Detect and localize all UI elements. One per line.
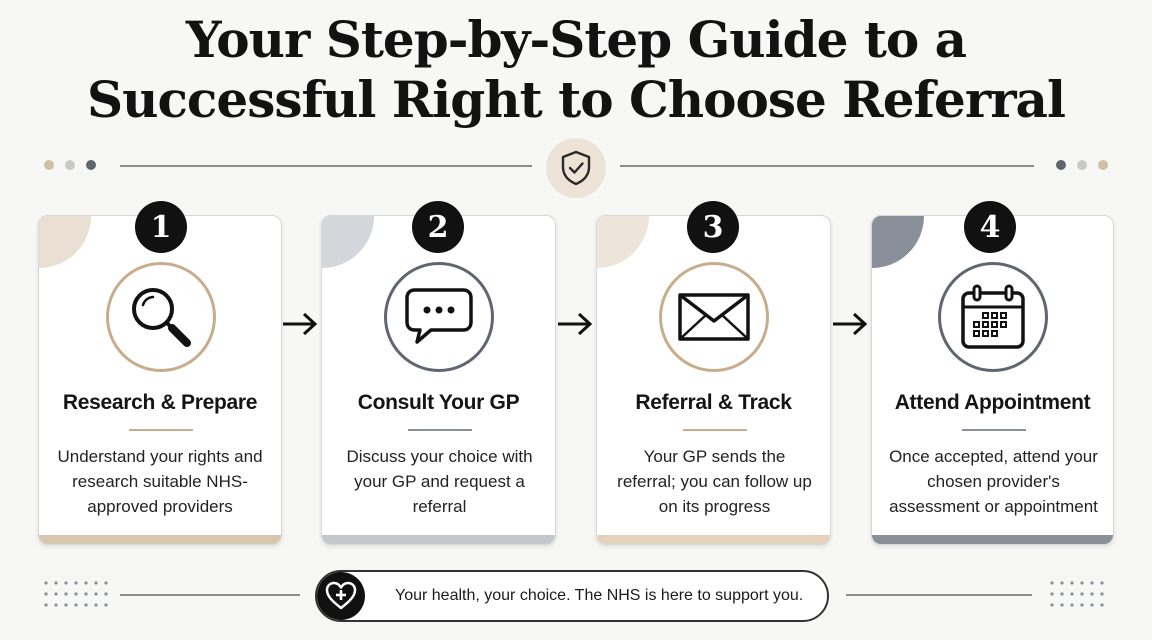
footer-line-right <box>846 594 1032 596</box>
title-line-1: Your Step-by-Step Guide to a <box>185 10 967 69</box>
card-bottom-bar <box>322 535 555 544</box>
shield-check-icon <box>561 150 591 186</box>
divider-dot <box>44 160 54 170</box>
calendar-icon <box>961 284 1025 349</box>
arrow-right-icon <box>833 312 868 336</box>
divider-dot <box>86 160 96 170</box>
step-card-3: Referral & Track Your GP sends the refer… <box>596 215 831 545</box>
title-underline <box>129 429 193 431</box>
magnifying-glass-icon <box>132 288 191 347</box>
step-title: Referral & Track <box>635 391 792 414</box>
icon-ring <box>106 262 216 372</box>
card-corner-accent <box>597 216 649 268</box>
footer-banner: Your health, your choice. The NHS is her… <box>315 570 829 622</box>
card-bottom-bar <box>597 535 830 544</box>
step-card-1: Research & Prepare Understand your right… <box>38 215 282 545</box>
title-divider <box>0 138 1152 198</box>
step-number-badge: 2 <box>412 201 464 253</box>
dot-grid-decoration <box>1050 581 1104 607</box>
envelope-icon <box>678 293 750 341</box>
card-corner-accent <box>322 216 374 268</box>
shield-badge <box>546 138 606 198</box>
step-number-badge: 3 <box>687 201 739 253</box>
icon-ring <box>384 262 494 372</box>
heart-plus-icon <box>325 581 357 610</box>
card-corner-accent <box>39 216 91 268</box>
divider-line-left <box>120 165 532 167</box>
step-description: Once accepted, attend your chosen provid… <box>889 447 1098 516</box>
step-card-4: Attend Appointment Once accepted, attend… <box>871 215 1114 545</box>
title-underline <box>683 429 747 431</box>
step-number-badge: 4 <box>964 201 1016 253</box>
divider-dot <box>1098 160 1108 170</box>
step-title: Attend Appointment <box>894 391 1091 414</box>
divider-line-right <box>620 165 1034 167</box>
speech-bubble-icon <box>405 288 473 344</box>
arrow-right-icon <box>283 312 318 336</box>
card-bottom-bar <box>39 535 281 544</box>
heart-badge <box>317 572 365 620</box>
divider-dot <box>65 160 75 170</box>
title-line-2: Successful Right to Choose Referral <box>87 70 1066 129</box>
step-description: Your GP sends the referral; you can foll… <box>617 447 812 516</box>
divider-dot <box>1077 160 1087 170</box>
step-title: Consult Your GP <box>357 391 520 414</box>
divider-dot <box>1056 160 1066 170</box>
step-description: Understand your rights and research suit… <box>57 447 263 516</box>
page-title: Your Step-by-Step Guide to a Successful … <box>0 10 1152 130</box>
footer-line-left <box>120 594 300 596</box>
icon-ring <box>938 262 1048 372</box>
card-bottom-bar <box>872 535 1113 544</box>
title-underline <box>962 429 1026 431</box>
step-card-2: Consult Your GP Discuss your choice with… <box>321 215 556 545</box>
step-number-badge: 1 <box>135 201 187 253</box>
footer-message: Your health, your choice. The NHS is her… <box>395 587 804 604</box>
icon-ring <box>659 262 769 372</box>
card-corner-accent <box>872 216 924 268</box>
step-title: Research & Prepare <box>62 391 258 414</box>
step-description: Discuss your choice with your GP and req… <box>346 447 533 516</box>
title-underline <box>408 429 472 431</box>
arrow-right-icon <box>558 312 593 336</box>
dot-grid-decoration <box>44 581 108 607</box>
